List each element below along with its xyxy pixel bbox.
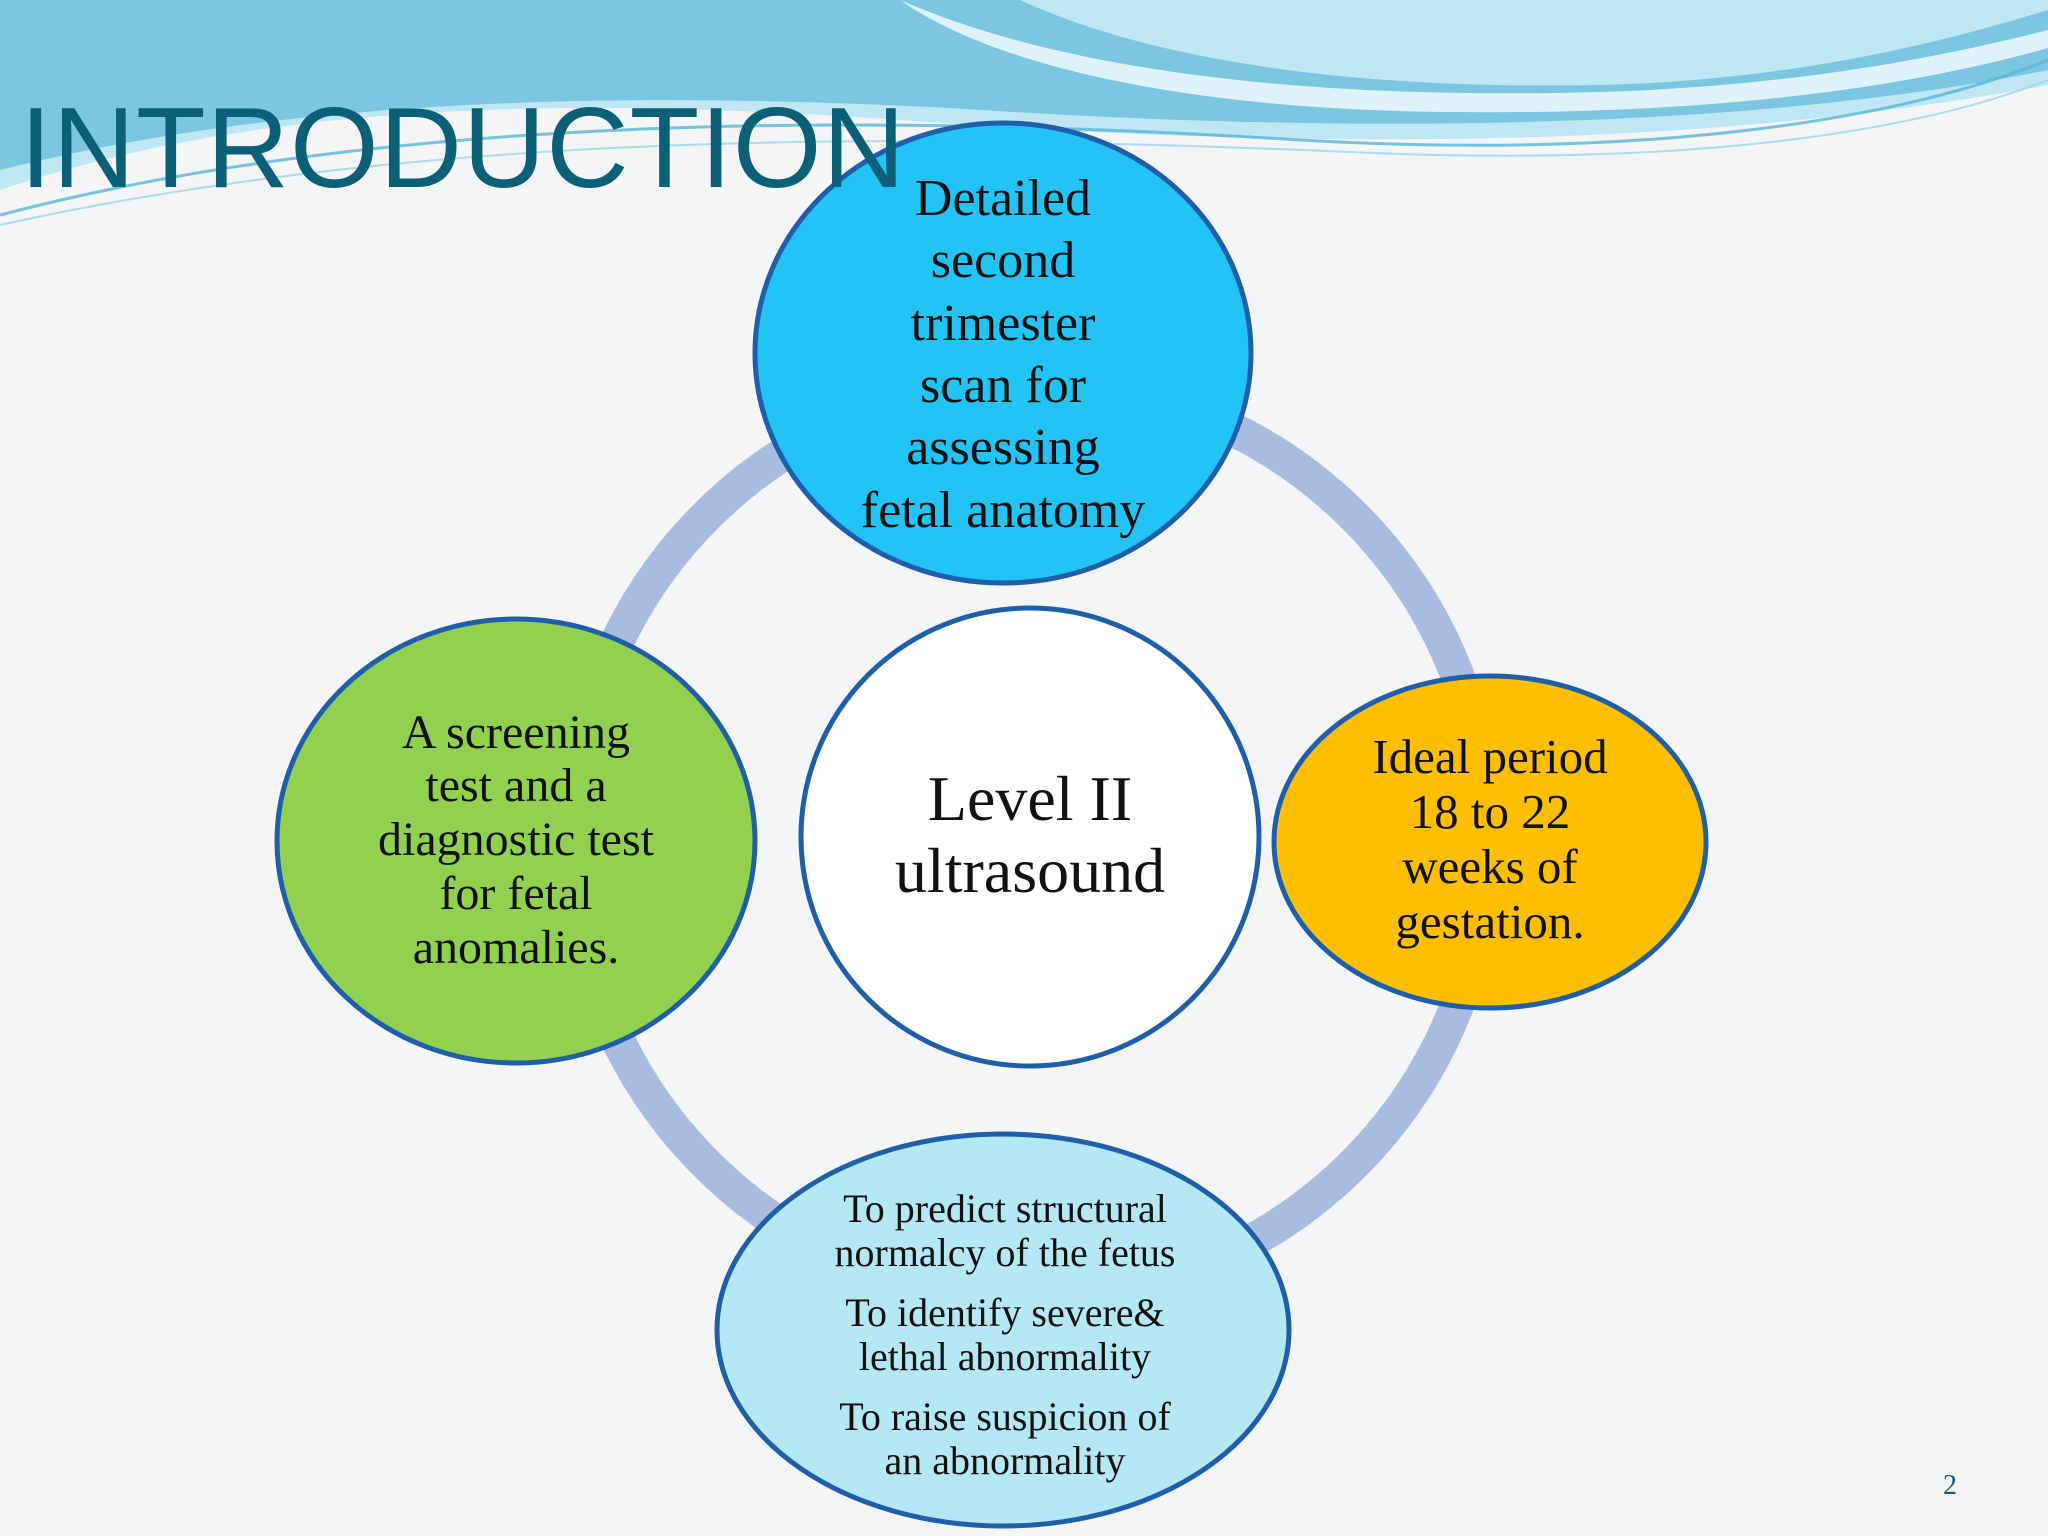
node-top-line: Detailed — [914, 169, 1092, 227]
node-bottom-line: To raise suspicion of — [839, 1394, 1171, 1439]
node-bottom-line: To predict structural — [843, 1186, 1167, 1231]
node-bottom-line: To identify severe& — [845, 1290, 1165, 1335]
node-top-line: trimester — [910, 294, 1096, 352]
node-top-line: fetal anatomy — [860, 481, 1146, 539]
node-top-text: Detailed second trimester scan for asses… — [788, 150, 1218, 560]
node-right-line: gestation. — [1395, 893, 1585, 949]
node-bottom-paragraph: To predict structural normalcy of the fe… — [835, 1187, 1176, 1275]
node-bottom-text: To predict structural normalcy of the fe… — [780, 1170, 1230, 1500]
node-left-line: anomalies. — [412, 920, 620, 974]
node-bottom-paragraph: To identify severe& lethal abnormality — [845, 1291, 1164, 1379]
node-left-circle — [274, 616, 758, 1066]
node-center-text: Level II ultrasound — [845, 735, 1215, 935]
node-center-circle — [798, 605, 1262, 1069]
node-top-line: assessing — [906, 419, 1100, 477]
node-center-line: ultrasound — [894, 835, 1166, 906]
header-wave-line-1 — [0, 58, 2048, 217]
header-wave-highlight — [900, 0, 2048, 113]
node-right-line: 18 to 22 — [1409, 784, 1571, 840]
slide-title: INTRODUCTION — [20, 85, 906, 212]
node-top-line: scan for — [919, 357, 1087, 414]
node-right-line: Ideal period — [1372, 729, 1608, 785]
node-left-line: diagnostic test — [378, 813, 654, 867]
node-right-circle — [1271, 673, 1709, 1011]
node-right-text: Ideal period 18 to 22 weeks of gestation… — [1320, 715, 1660, 965]
header-wave-front — [0, 0, 2048, 170]
node-top-line: second — [930, 232, 1076, 290]
node-left-line: A screening — [402, 705, 630, 759]
node-left-text: A screening test and a diagnostic test f… — [320, 680, 712, 1000]
node-right-line: weeks of — [1402, 839, 1578, 894]
node-bottom-line: normalcy of the fetus — [834, 1230, 1176, 1275]
node-bottom-line: lethal abnormality — [858, 1334, 1152, 1379]
header-wave-line-2 — [0, 79, 2048, 226]
node-bottom-paragraph: To raise suspicion of an abnormality — [839, 1395, 1171, 1483]
node-left-line: for fetal — [439, 866, 593, 920]
node-center-line: Level II — [927, 763, 1133, 835]
node-left-line: test and a — [425, 759, 607, 813]
node-top-circle — [752, 120, 1254, 586]
node-bottom-circle — [714, 1131, 1292, 1529]
node-bottom-line: an abnormality — [884, 1438, 1126, 1483]
page-number: 2 — [1943, 1470, 1957, 1501]
